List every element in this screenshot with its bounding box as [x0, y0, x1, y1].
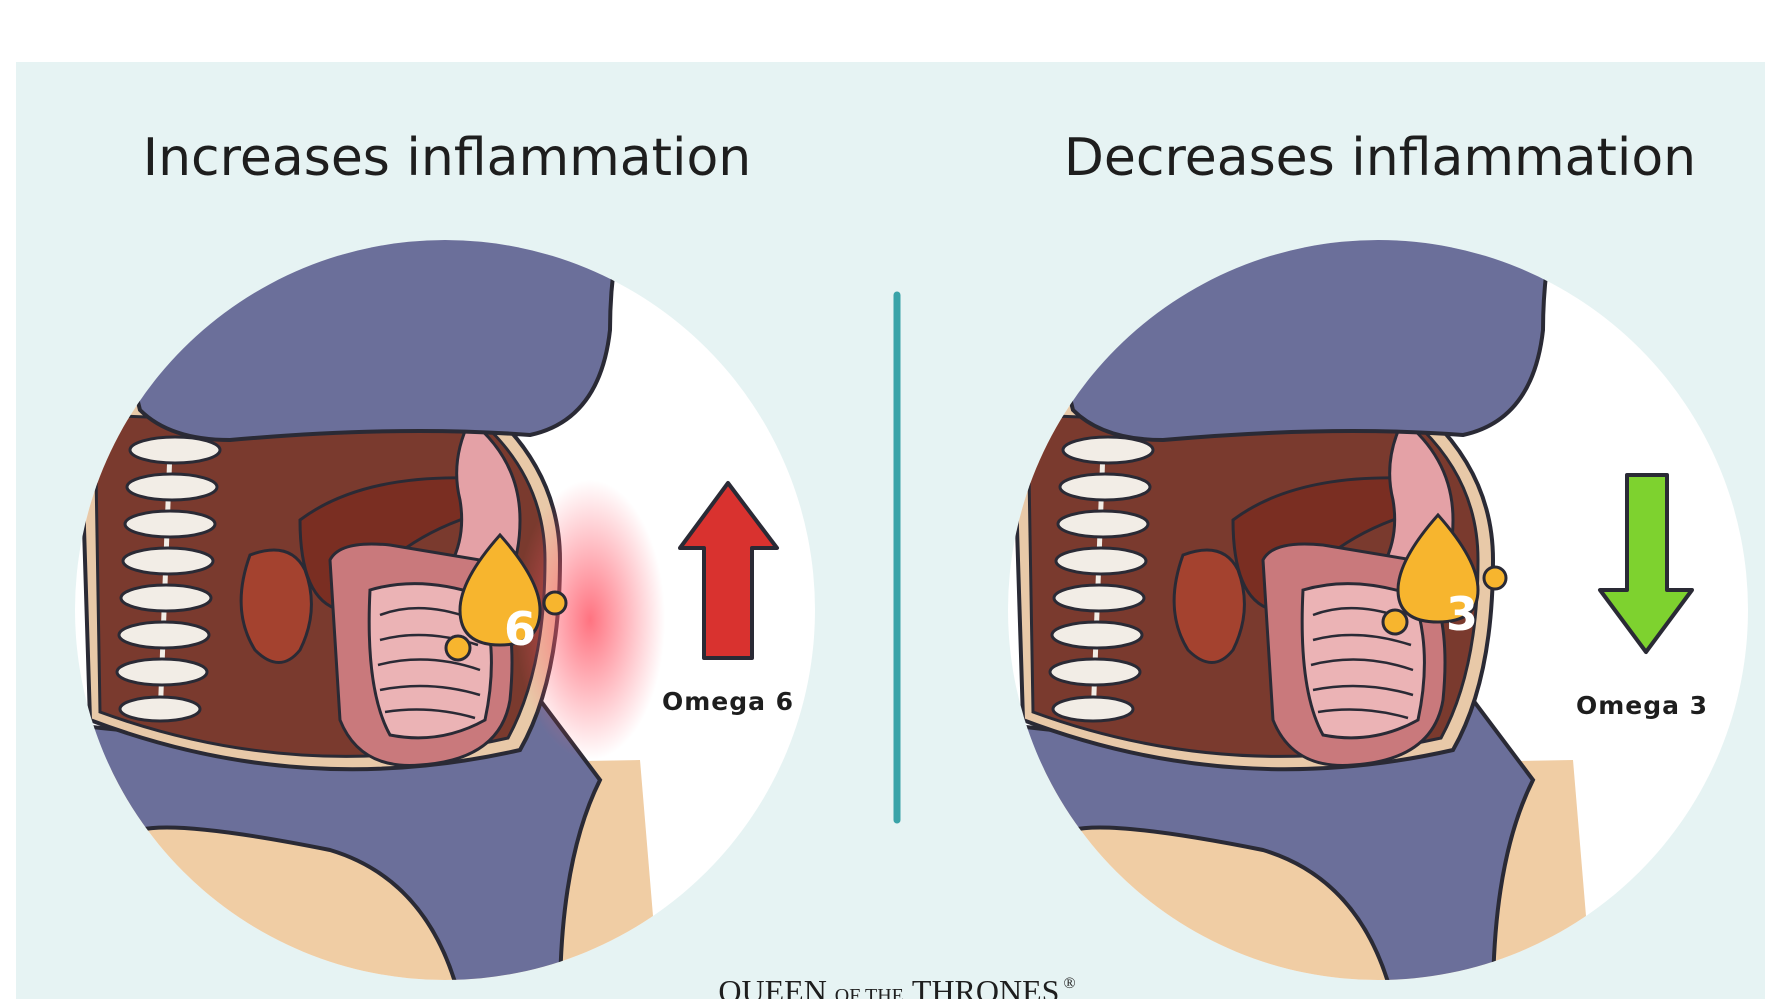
omega-6-digit: 6 — [504, 602, 536, 656]
brand-mark: ® — [1063, 975, 1075, 992]
brand-part2: OF THE — [835, 985, 904, 999]
brand-part3: THRONES — [912, 973, 1060, 999]
right-title: Decreases inflammation — [1064, 128, 1696, 188]
omega-6-label: Omega 6 — [662, 687, 794, 716]
omega-3-digit: 3 — [1446, 587, 1478, 641]
brand-part1: QUEEN — [718, 973, 826, 999]
omega-3-label: Omega 3 — [1576, 691, 1708, 720]
left-title: Increases inflammation — [143, 128, 752, 188]
